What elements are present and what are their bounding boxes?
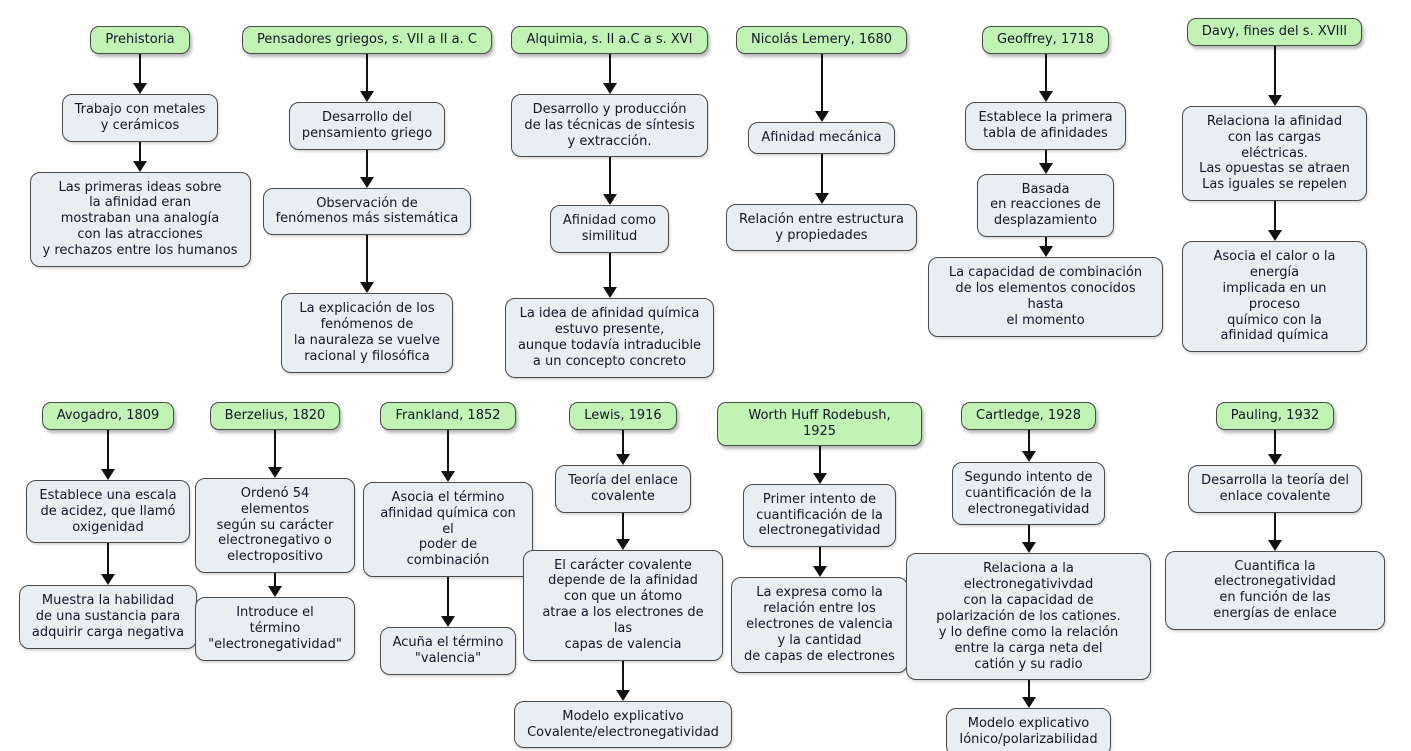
concept-node: El carácter covalente depende de la afin… — [523, 549, 723, 661]
concept-node: Acuña el término "valencia" — [379, 627, 517, 675]
concept-node: Relaciona la afinidad con las cargas elé… — [1182, 105, 1367, 202]
concept-node: La capacidad de combinación de los eleme… — [928, 257, 1163, 337]
concept-node: Primer intento de cuantificación de la e… — [743, 483, 896, 548]
timeline-column-cartledge: Cartledge, 1928 Segundo intento de cuant… — [906, 402, 1151, 751]
concept-node: Teoría del enlace covalente — [555, 464, 691, 513]
timeline-column-geoffrey: Geoffrey, 1718 Establece la primera tabl… — [928, 26, 1163, 337]
arrow-down-icon — [132, 53, 148, 94]
era-header: Worth Huff Rodebush, 1925 — [717, 402, 922, 446]
timeline-column-lewis: Lewis, 1916 Teoría del enlace covalente … — [514, 402, 732, 749]
concept-node: Trabajo con metales y cerámicos — [61, 93, 219, 142]
concept-node: Introduce el término "electronegatividad… — [195, 597, 355, 661]
era-header: Frankland, 1852 — [380, 402, 516, 430]
timeline-column-alquimia: Alquimia, s. II a.C a s. XVI Desarrollo … — [502, 26, 717, 378]
timeline-column-prehistoria: Prehistoria Trabajo con metales y cerámi… — [20, 26, 260, 267]
arrow-down-icon — [615, 429, 631, 465]
arrow-down-icon — [1267, 201, 1283, 242]
concept-node: Establece una escala de acidez, que llam… — [26, 479, 190, 544]
concept-node: Desarrollo del pensamiento griego — [288, 101, 446, 150]
era-header: Pauling, 1932 — [1215, 402, 1335, 430]
arrow-down-icon — [602, 157, 618, 206]
arrow-down-icon — [1021, 525, 1037, 554]
timeline-column-worth-huff-rodebush: Worth Huff Rodebush, 1925 Primer intento… — [717, 402, 922, 673]
arrow-down-icon — [100, 543, 116, 586]
era-header: Berzelius, 1820 — [209, 402, 341, 430]
era-header: Davy, fines del s. XVIII — [1186, 18, 1363, 46]
concept-node: Ordenó 54 elementos según su carácter el… — [195, 477, 355, 574]
arrow-down-icon — [1038, 149, 1054, 174]
timeline-column-davy: Davy, fines del s. XVIII Relaciona la af… — [1182, 18, 1367, 353]
timeline-column-lemery: Nicolás Lemery, 1680 Afinidad mecánica R… — [724, 26, 919, 252]
concept-node: Relaciona a la electronegativivdad con l… — [906, 553, 1151, 681]
concept-node: La explicación de los fenómenos de la na… — [280, 293, 454, 373]
arrow-down-icon — [440, 577, 456, 628]
arrow-down-icon — [1267, 429, 1283, 465]
concept-node: Relación entre estructura y propiedades — [726, 203, 917, 252]
arrow-down-icon — [359, 235, 375, 294]
concept-node: Afinidad mecánica — [748, 121, 895, 154]
concept-node: Segundo intento de cuantificación de la … — [951, 461, 1106, 526]
concept-node: Asocia el término afinidad química con e… — [363, 481, 533, 578]
era-header: Prehistoria — [90, 26, 190, 54]
arrow-down-icon — [615, 512, 631, 550]
concept-node: Establece la primera tabla de afinidades — [965, 101, 1126, 150]
arrow-down-icon — [602, 53, 618, 94]
arrow-down-icon — [615, 660, 631, 701]
timeline-column-pensadores-griegos: Pensadores griegos, s. VII a II a. C Des… — [232, 26, 502, 373]
timeline-column-avogadro: Avogadro, 1809 Establece una escala de a… — [18, 402, 198, 650]
era-header: Geoffrey, 1718 — [981, 26, 1110, 54]
concept-node: Las primeras ideas sobre la afinidad era… — [29, 171, 251, 267]
concept-node: Afinidad como similitud — [549, 205, 670, 254]
arrow-down-icon — [359, 149, 375, 188]
concept-node: Basada en reacciones de desplazamiento — [977, 173, 1114, 238]
arrow-down-icon — [132, 141, 148, 172]
arrow-down-icon — [267, 573, 283, 598]
arrow-down-icon — [602, 253, 618, 299]
arrow-down-icon — [1038, 237, 1054, 258]
concept-node: La idea de afinidad química estuvo prese… — [504, 298, 715, 378]
era-header: Lewis, 1916 — [569, 402, 677, 430]
timeline-column-pauling: Pauling, 1932 Desarrolla la teoría del e… — [1165, 402, 1385, 631]
concept-node: Modelo explicativo Covalente/electronega… — [514, 700, 732, 749]
timeline-column-berzelius: Berzelius, 1820 Ordenó 54 elementos segú… — [195, 402, 355, 661]
era-header: Alquimia, s. II a.C a s. XVI — [511, 26, 708, 54]
era-header: Pensadores griegos, s. VII a II a. C — [242, 26, 492, 54]
arrow-down-icon — [812, 547, 828, 578]
arrow-down-icon — [814, 153, 830, 204]
era-header: Cartledge, 1928 — [961, 402, 1096, 430]
arrow-down-icon — [812, 445, 828, 484]
concept-node: Desarrollo y producción de las técnicas … — [511, 93, 708, 158]
concept-node: Cuantifica la electronegatividad en func… — [1165, 550, 1385, 631]
arrow-down-icon — [359, 53, 375, 102]
concept-node: Observación de fenómenos más sistemática — [262, 187, 472, 236]
arrow-down-icon — [814, 53, 830, 122]
arrow-down-icon — [1267, 45, 1283, 106]
arrow-down-icon — [100, 429, 116, 480]
concept-node: Asocia el calor o la energía implicada e… — [1182, 241, 1367, 353]
era-header: Nicolás Lemery, 1680 — [736, 26, 907, 54]
timeline-column-frankland: Frankland, 1852 Asocia el término afinid… — [363, 402, 533, 675]
concept-node: Modelo explicativo Iónico/polarizabilida… — [946, 708, 1111, 751]
arrow-down-icon — [1021, 429, 1037, 462]
arrow-down-icon — [1038, 53, 1054, 102]
concept-node: Muestra la habilidad de una sustancia pa… — [18, 585, 198, 650]
arrow-down-icon — [1021, 680, 1037, 709]
arrow-down-icon — [440, 429, 456, 482]
concept-node: La expresa como la relación entre los el… — [731, 577, 908, 673]
concept-node: Desarrolla la teoría del enlace covalent… — [1188, 464, 1362, 513]
era-header: Avogadro, 1809 — [41, 402, 175, 430]
arrow-down-icon — [1267, 512, 1283, 551]
arrow-down-icon — [267, 429, 283, 478]
